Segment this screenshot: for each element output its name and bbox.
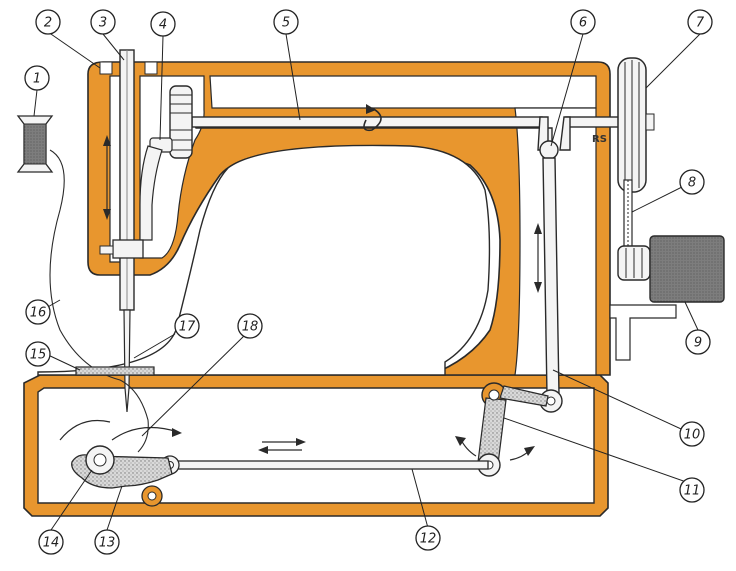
callout-number: 9 — [694, 336, 702, 351]
callout-circle — [679, 477, 705, 503]
callout-circle — [35, 9, 61, 35]
callout-9: 9 — [685, 329, 711, 355]
callout-number: 11 — [684, 484, 701, 499]
callout-15: 15 — [25, 341, 51, 367]
callout-number: 7 — [696, 16, 705, 31]
machine-bed — [23, 374, 609, 517]
callout-circle — [25, 299, 51, 325]
callout-6: 6 — [570, 9, 596, 35]
callout-circle — [38, 529, 64, 555]
callout-circle — [679, 169, 705, 195]
callout-3: 3 — [90, 9, 116, 35]
callout-circle — [237, 313, 263, 339]
callout-circle — [94, 529, 120, 555]
callout-circle — [25, 341, 51, 367]
callout-number: 3 — [99, 16, 107, 31]
rocker-lever — [455, 382, 549, 477]
callout-circle — [685, 329, 711, 355]
electric-motor — [609, 235, 725, 361]
callout-14: 14 — [38, 529, 64, 555]
callout-number: 15 — [30, 348, 47, 363]
callout-number: 10 — [684, 428, 701, 443]
needle-bar — [99, 49, 144, 413]
callout-number: 1 — [33, 72, 41, 87]
callout-number: 14 — [43, 536, 60, 551]
callout-10: 10 — [679, 421, 705, 447]
callout-circle — [174, 313, 200, 339]
callout-circle — [273, 9, 299, 35]
callout-4: 4 — [150, 11, 176, 37]
callouts — [33, 31, 701, 531]
callout-11: 11 — [679, 477, 705, 503]
callout-16: 16 — [25, 299, 51, 325]
callout-13: 13 — [94, 529, 120, 555]
hand-wheel-pulley — [617, 57, 655, 193]
frame-mark: RS — [592, 134, 607, 145]
callout-circle — [90, 9, 116, 35]
callout-5: 5 — [273, 9, 299, 35]
needle-crank — [139, 85, 193, 241]
callout-circle — [150, 11, 176, 37]
callout-number: 17 — [179, 320, 196, 335]
thread — [49, 149, 149, 453]
callout-17: 17 — [174, 313, 200, 339]
callout-8: 8 — [679, 169, 705, 195]
callout-circle — [570, 9, 596, 35]
callout-number: 8 — [688, 176, 696, 191]
callout-2: 2 — [35, 9, 61, 35]
callout-number: 18 — [242, 320, 259, 335]
callout-circle — [415, 525, 441, 551]
needle-plate — [75, 366, 155, 376]
callout-12: 12 — [415, 525, 441, 551]
machine-arm — [37, 61, 611, 376]
callout-number: 13 — [99, 536, 116, 551]
thread-spool — [16, 115, 54, 173]
callout-circle — [679, 421, 705, 447]
callout-number: 2 — [44, 16, 52, 31]
callout-number: 12 — [420, 532, 437, 547]
callout-1: 1 — [24, 65, 50, 91]
callout-number: 16 — [30, 306, 47, 321]
callout-circle — [687, 9, 713, 35]
callout-number: 6 — [579, 16, 587, 31]
callout-number: 4 — [159, 18, 167, 33]
callout-7: 7 — [687, 9, 713, 35]
callout-circle — [24, 65, 50, 91]
callout-number: 5 — [282, 16, 290, 31]
callout-18: 18 — [237, 313, 263, 339]
shuttle — [59, 419, 182, 475]
